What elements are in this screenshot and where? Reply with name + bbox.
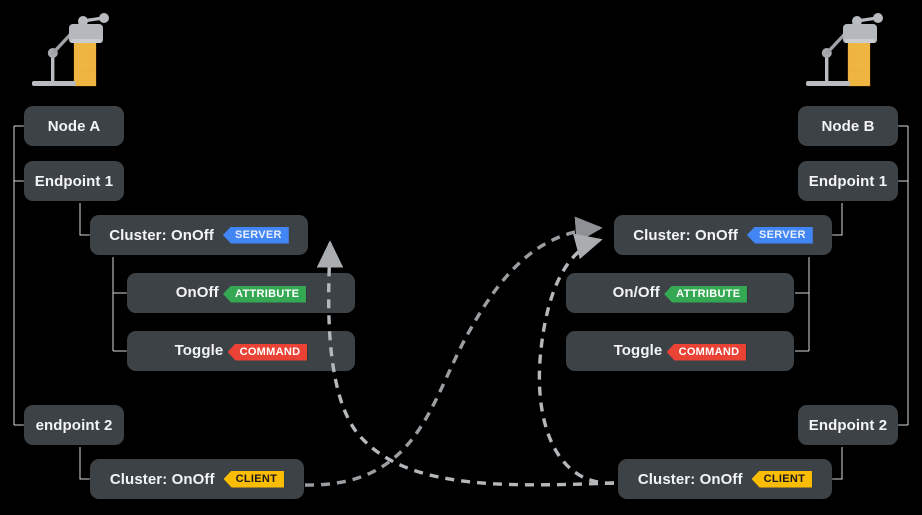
right-endpoint-2-label: Endpoint 2 — [808, 416, 888, 434]
desk-lamp-icon-left — [32, 13, 109, 87]
left-cluster-server-label: Cluster: OnOff — [109, 226, 214, 244]
left-command-label: Toggle — [174, 341, 224, 359]
right-command-label: Toggle — [613, 341, 663, 359]
right-attribute-onoff-box[interactable]: On/Off ATTRIBUTE — [566, 273, 794, 313]
right-cluster-onoff-server-box[interactable]: Cluster: OnOff SERVER — [614, 215, 832, 255]
right-attribute-label: On/Off — [612, 283, 660, 301]
command-badge-right: COMMAND — [666, 343, 747, 361]
left-command-toggle-box[interactable]: Toggle COMMAND — [127, 331, 355, 371]
node-b-label: Node B — [821, 117, 875, 135]
left-endpoint-1-label: Endpoint 1 — [34, 172, 114, 190]
server-badge-left: SERVER — [222, 226, 289, 244]
node-b-box[interactable]: Node B — [798, 106, 898, 146]
right-cluster-client-label: Cluster: OnOff — [637, 470, 743, 488]
right-endpoint-1-box[interactable]: Endpoint 1 — [798, 161, 898, 201]
attribute-badge-left: ATTRIBUTE — [223, 285, 307, 303]
left-endpoint-2-box[interactable]: endpoint 2 — [24, 405, 124, 445]
left-cluster-onoff-client-box[interactable]: Cluster: OnOff CLIENT — [90, 459, 304, 499]
right-endpoint-1-label: Endpoint 1 — [808, 172, 888, 190]
attribute-badge-right: ATTRIBUTE — [664, 285, 748, 303]
right-command-toggle-box[interactable]: Toggle COMMAND — [566, 331, 794, 371]
left-cluster-onoff-server-box[interactable]: Cluster: OnOff SERVER — [90, 215, 308, 255]
left-endpoint-1-box[interactable]: Endpoint 1 — [24, 161, 124, 201]
left-cluster-client-label: Cluster: OnOff — [109, 470, 215, 488]
node-a-label: Node A — [47, 117, 101, 135]
left-attribute-label: OnOff — [175, 283, 219, 301]
client-badge-right: CLIENT — [751, 470, 813, 488]
command-badge-left: COMMAND — [227, 343, 308, 361]
desk-lamp-icon-right — [806, 13, 883, 87]
left-attribute-onoff-box[interactable]: OnOff ATTRIBUTE — [127, 273, 355, 313]
server-badge-right: SERVER — [746, 226, 813, 244]
left-endpoint-2-label: endpoint 2 — [35, 416, 113, 434]
client-badge-left: CLIENT — [223, 470, 285, 488]
right-cluster-onoff-client-box[interactable]: Cluster: OnOff CLIENT — [618, 459, 832, 499]
node-a-box[interactable]: Node A — [24, 106, 124, 146]
right-cluster-server-label: Cluster: OnOff — [633, 226, 738, 244]
right-endpoint-2-box[interactable]: Endpoint 2 — [798, 405, 898, 445]
